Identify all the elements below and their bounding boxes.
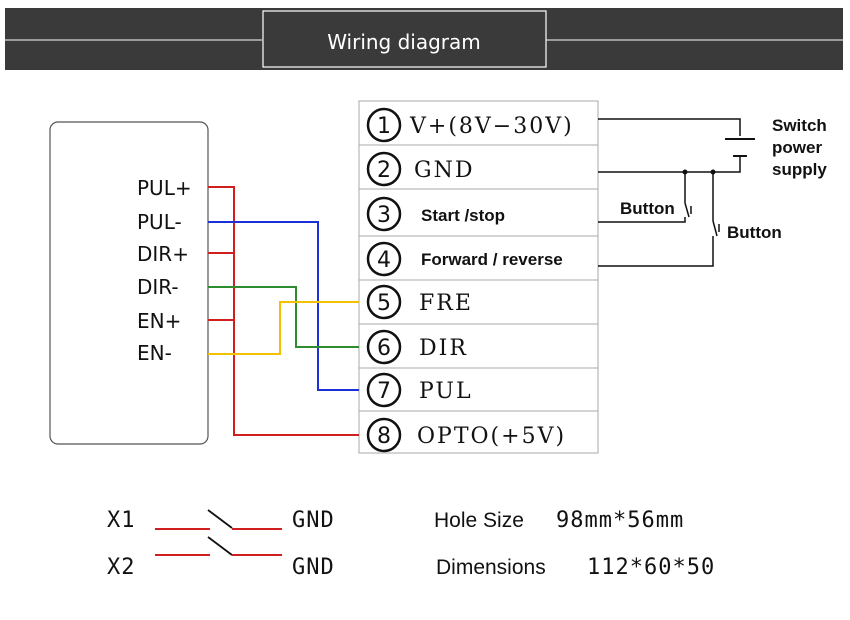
terminal-number: 1	[377, 114, 391, 139]
switch-x1-right-label: GND	[292, 508, 335, 533]
wire-gnd-supply	[598, 156, 741, 173]
terminal-7: 7 PUL	[366, 372, 473, 408]
supply-label-line2: power	[772, 138, 822, 157]
terminal-5: 5 FRE	[366, 284, 473, 320]
terminal-label: Start /stop	[421, 206, 505, 225]
wire-button2-forward	[598, 236, 714, 267]
terminal-8: 8 OPTO(+5V)	[366, 417, 566, 453]
yellow-wire-fre	[208, 301, 359, 355]
header-title-box	[262, 10, 547, 68]
button-label-1: Button	[620, 199, 675, 218]
pin-dir-plus: DIR+	[137, 242, 189, 266]
button2-contact	[712, 220, 718, 237]
red-wire-opto	[208, 186, 359, 436]
terminal-label: V+(8V−30V)	[409, 114, 574, 139]
wire-vplus-supply	[598, 118, 741, 136]
switch-x1-left-label: X1	[107, 508, 136, 533]
green-wire-dir	[208, 286, 359, 348]
terminal-number: 3	[377, 203, 391, 228]
controller-box	[49, 121, 209, 445]
hole-size-label: Hole Size	[434, 509, 524, 532]
terminal-2: 2 GND	[366, 151, 474, 187]
terminal-4: 4 Forward / reverse	[366, 241, 563, 277]
terminal-label: Forward / reverse	[421, 250, 563, 269]
terminal-number-circle	[366, 372, 402, 408]
wire-button1-start	[598, 217, 686, 223]
terminal-label: DIR	[419, 336, 468, 361]
terminal-number-circle	[366, 417, 402, 453]
dimensions-value: 112*60*50	[587, 555, 715, 580]
switch-x1-blade	[207, 509, 233, 529]
terminal-number-circle	[366, 151, 402, 187]
supply-label-line1: Switch	[772, 116, 827, 135]
terminal-number-circle	[366, 284, 402, 320]
terminal-number-circle	[366, 196, 402, 232]
switch-x1: X1 GND	[107, 508, 335, 533]
terminal-number: 5	[377, 291, 391, 316]
pin-en-plus: EN+	[137, 309, 181, 333]
button-label-2: Button	[727, 223, 782, 242]
pin-pul-plus: PUL+	[137, 176, 192, 200]
terminal-label: FRE	[419, 291, 473, 316]
terminal-label: PUL	[419, 379, 473, 404]
terminal-label: GND	[414, 158, 474, 183]
switch-x2: X2 GND	[107, 536, 335, 580]
terminal-6: 6 DIR	[366, 329, 468, 365]
page-title: Wiring diagram	[327, 30, 481, 54]
terminal-number-circle	[366, 107, 402, 143]
terminal-number: 2	[377, 158, 391, 183]
terminal-1: 1 V+(8V−30V)	[366, 107, 574, 143]
hole-size-value: 98mm*56mm	[556, 508, 684, 533]
button1-contact	[684, 202, 690, 218]
terminal-label: OPTO(+5V)	[417, 424, 566, 449]
terminal-number: 6	[377, 336, 391, 361]
pin-en-minus: EN-	[137, 341, 172, 365]
terminal-number-circle	[366, 329, 402, 365]
switch-x2-left-label: X2	[107, 555, 136, 580]
pin-dir-minus: DIR-	[137, 275, 179, 299]
supply-label-line3: supply	[772, 160, 827, 179]
dimensions-label: Dimensions	[436, 556, 546, 579]
switch-x2-right-label: GND	[292, 555, 335, 580]
terminal-number: 4	[377, 248, 391, 273]
terminal-number-circle	[366, 241, 402, 277]
terminal-3: 3 Start /stop	[366, 196, 505, 232]
terminal-number: 8	[377, 424, 391, 449]
terminal-number: 7	[377, 379, 391, 404]
pin-pul-minus: PUL-	[137, 210, 182, 234]
switch-x2-blade	[207, 536, 233, 556]
blue-wire-pul	[208, 221, 359, 391]
